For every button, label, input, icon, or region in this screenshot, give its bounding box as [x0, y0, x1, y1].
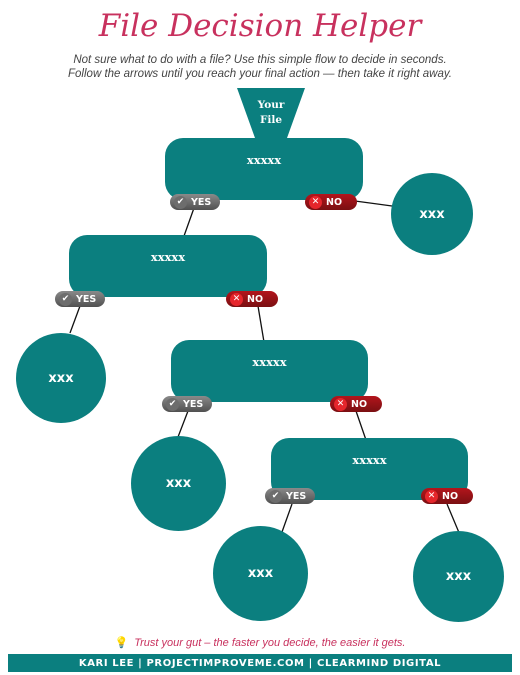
decision-box-2: xxxxx: [69, 235, 267, 297]
outcome-circle-2: xxx: [16, 333, 106, 423]
no-badge-2: ✕NO: [226, 291, 278, 307]
no-badge-3: ✕NO: [330, 396, 382, 412]
check-icon: ✔: [166, 397, 179, 411]
page-title: File Decision Helper: [98, 8, 422, 44]
decision-box-3: xxxxx: [171, 340, 368, 402]
x-icon: ✕: [309, 195, 322, 209]
yes-badge-1: ✔YES: [170, 194, 220, 210]
start-funnel: [237, 88, 305, 138]
yes-badge-2: ✔YES: [55, 291, 105, 307]
x-icon: ✕: [425, 489, 438, 503]
start-label: Your File: [257, 99, 285, 126]
outcome-circle-1: xxx: [391, 173, 473, 255]
footer-bar: KARI LEE | PROJECTIMPROVEME.COM | CLEARM…: [8, 654, 512, 672]
tip-text: 💡Trust your gut – the faster you decide,…: [114, 637, 406, 649]
yes-badge-4: ✔YES: [265, 488, 315, 504]
decision-box-1: xxxxx: [165, 138, 363, 200]
outcome-circle-5: xxx: [413, 531, 504, 622]
x-icon: ✕: [230, 292, 243, 306]
outcome-circle-3: xxx: [131, 436, 226, 531]
check-icon: ✔: [59, 292, 72, 306]
no-badge-1: ✕NO: [305, 194, 357, 210]
check-icon: ✔: [174, 195, 187, 209]
subtitle-line-2: Follow the arrows until you reach your f…: [68, 68, 452, 80]
subtitle-line-1: Not sure what to do with a file? Use thi…: [73, 54, 447, 66]
yes-badge-3: ✔YES: [162, 396, 212, 412]
x-icon: ✕: [334, 397, 347, 411]
lightbulb-icon: 💡: [114, 637, 129, 649]
check-icon: ✔: [269, 489, 282, 503]
no-badge-4: ✕NO: [421, 488, 473, 504]
outcome-circle-4: xxx: [213, 526, 308, 621]
